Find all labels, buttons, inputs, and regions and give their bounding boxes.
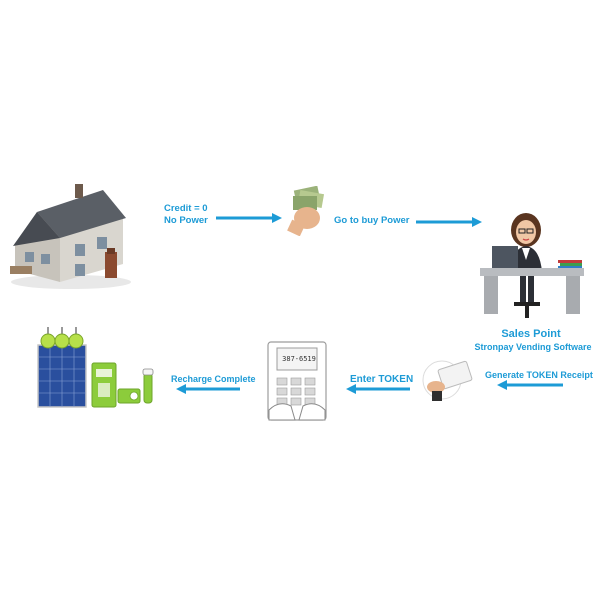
arrow-right-1 <box>216 213 282 223</box>
solar-kit-icon <box>37 327 154 408</box>
keypad-meter-icon <box>267 341 327 421</box>
arrow-left-5 <box>176 384 240 394</box>
sales-point-subtitle: Stronpay Vending Software <box>474 342 592 352</box>
go-to-buy-label: Go to buy Power <box>334 215 410 226</box>
credit-label: Credit = 0 <box>164 203 208 214</box>
recharge-complete-label: Recharge Complete <box>171 374 256 384</box>
money-hand-icon <box>287 186 325 236</box>
arrow-right-2 <box>416 217 482 227</box>
keypad-display: 387-6519 <box>282 355 316 363</box>
token-card-icon <box>422 360 473 401</box>
no-power-label: No Power <box>164 215 208 226</box>
arrow-left-4 <box>346 384 410 394</box>
house-icon <box>10 184 131 289</box>
enter-token-label: Enter TOKEN <box>350 374 414 385</box>
sales-woman-icon <box>480 213 584 318</box>
arrow-left-3 <box>497 380 563 390</box>
generate-token-label: Generate TOKEN Receipt <box>485 370 593 380</box>
sales-point-title: Sales Point <box>501 328 561 340</box>
